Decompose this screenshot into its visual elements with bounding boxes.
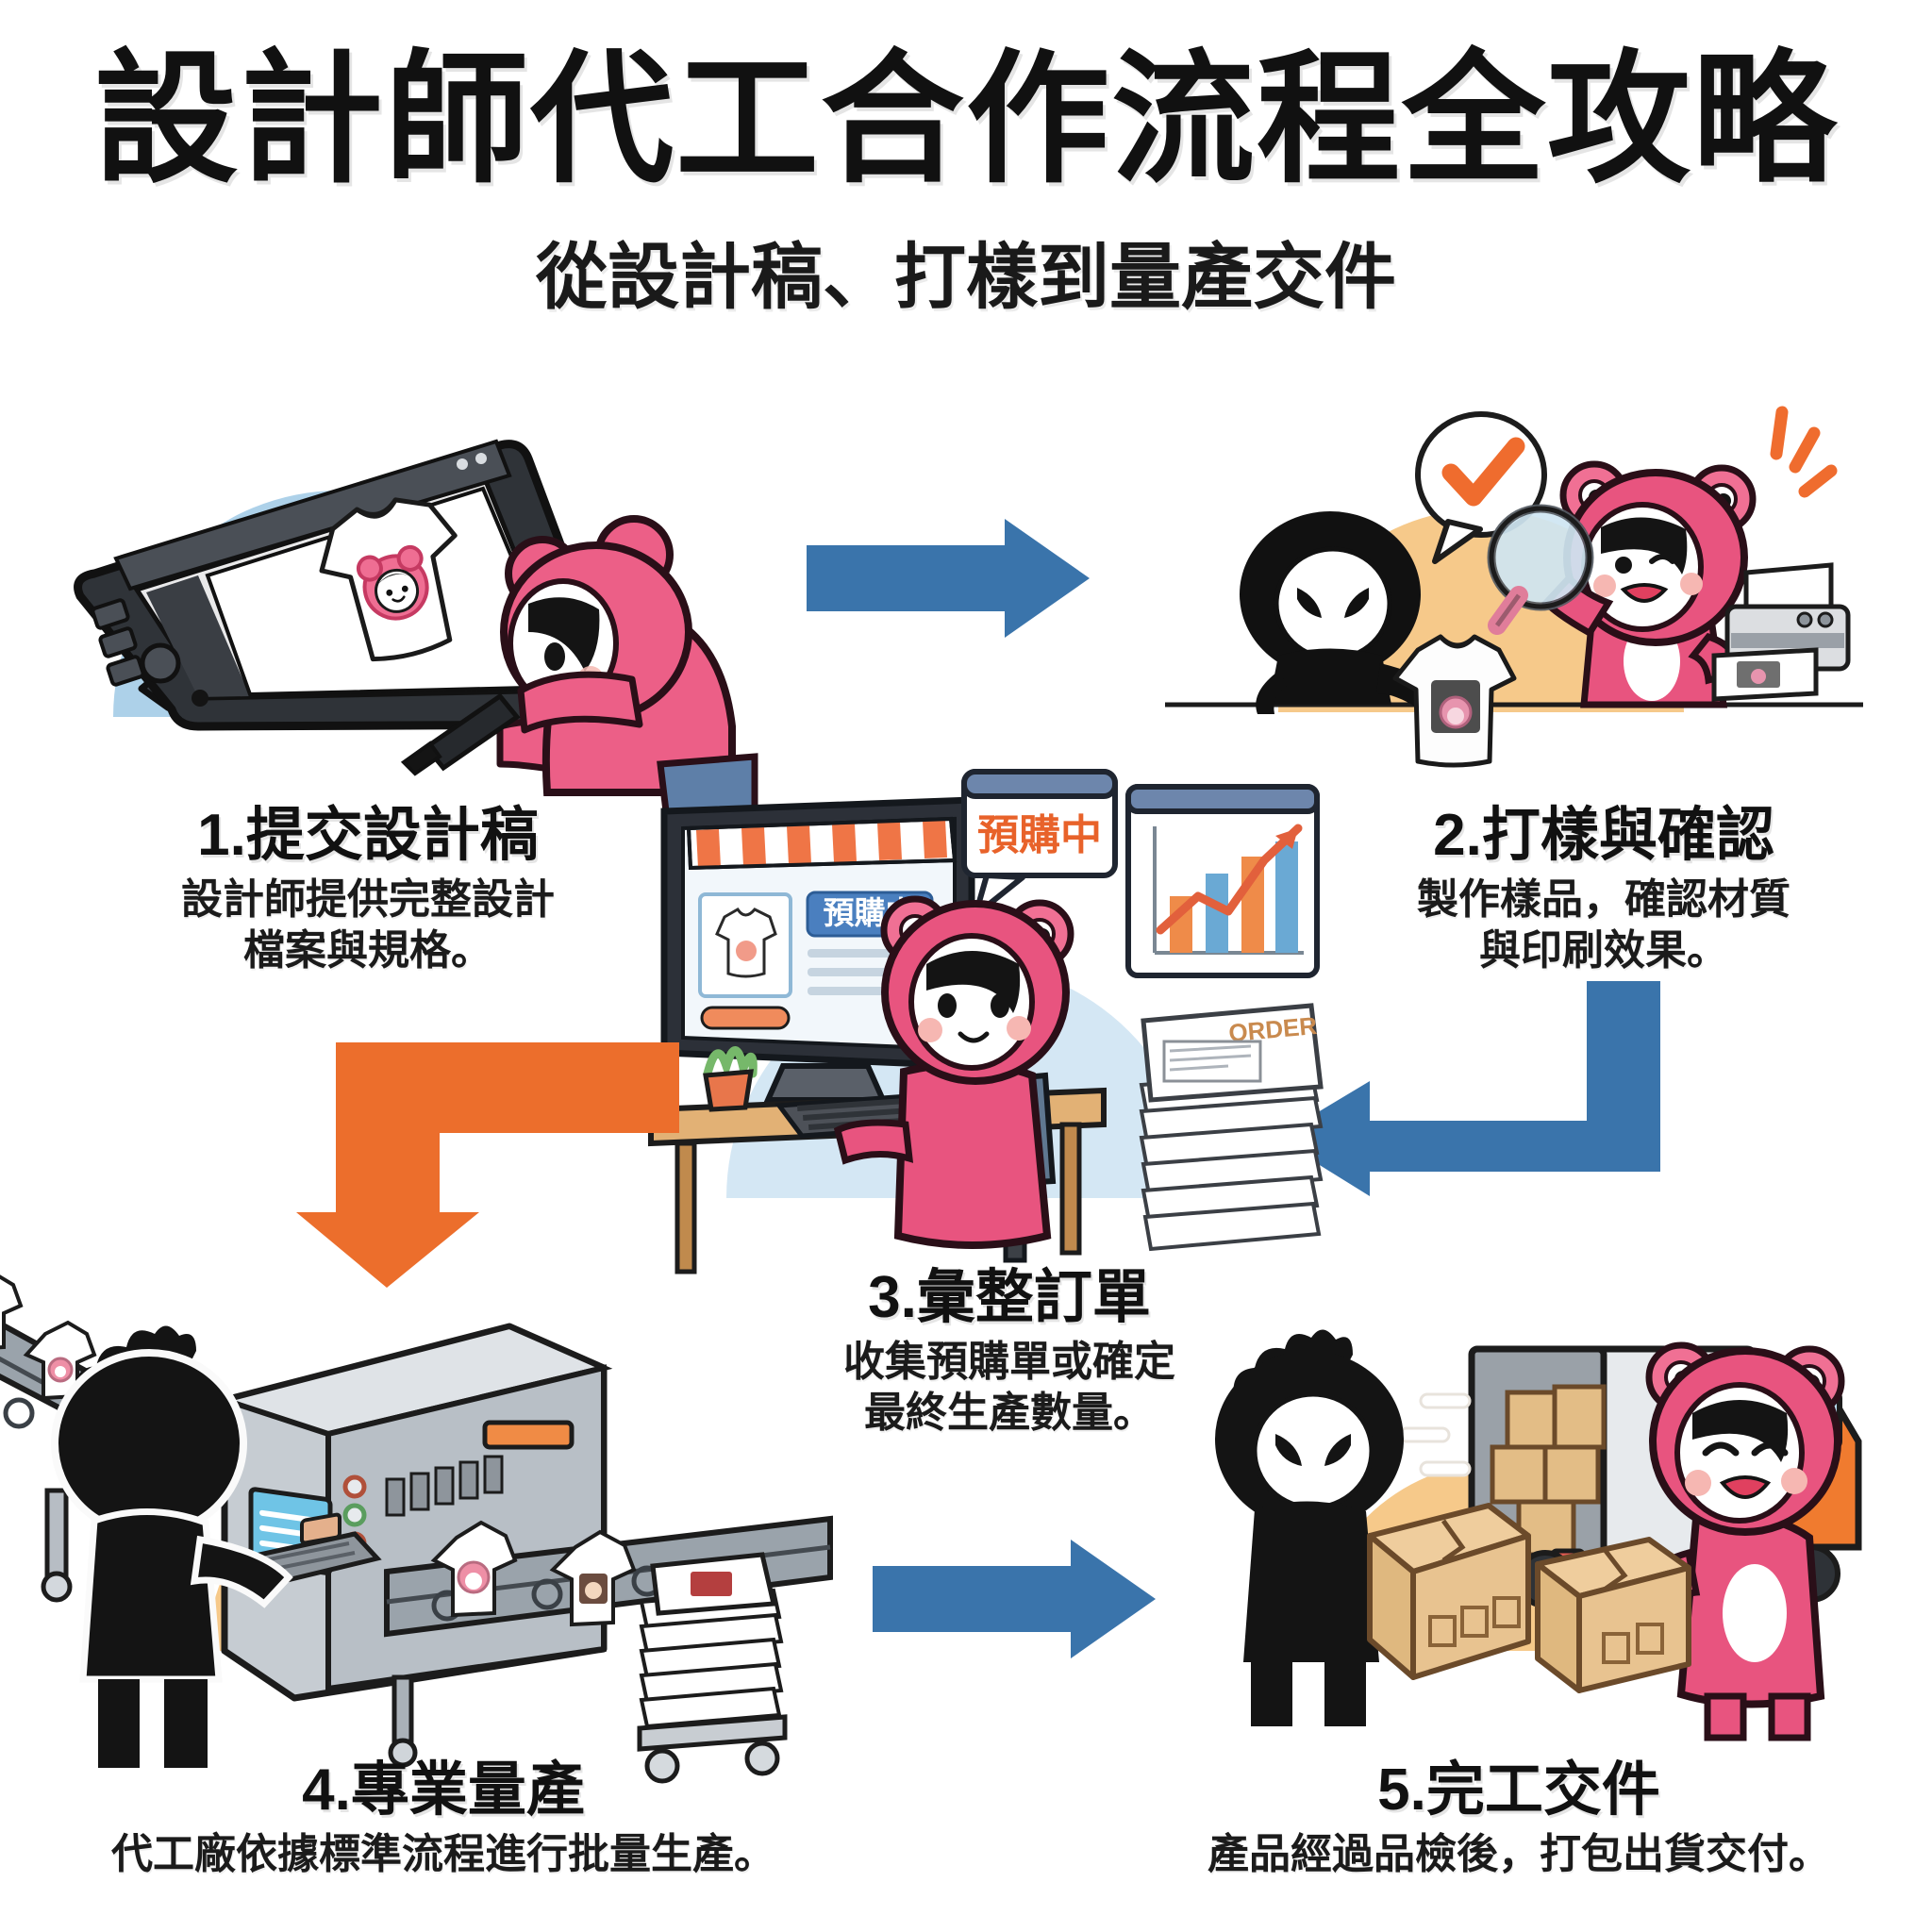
approval-speech-bubble (1415, 411, 1547, 564)
page-title: 設計師代工合作流程全攻略 (94, 40, 1838, 200)
step-5-body: 產品經過品檢後，打包出貨交付。 (1141, 1829, 1896, 1880)
arrow-step3-to-step4 (283, 1042, 679, 1288)
sales-chart-window (1125, 784, 1320, 978)
illustration-order-collection: 預購中 (648, 769, 1324, 1274)
step-5-heading: 5.完工交件 (1377, 1757, 1660, 1823)
illustration-production-line (0, 1274, 833, 1784)
bubble-preorder-label: 預購中 (977, 812, 1102, 858)
caption-step-4: 4.專業量產 代工廠依據標準流程進行批量生產。 (57, 1757, 830, 1880)
step-5-body-line-1: 產品經過品檢後，打包出貨交付。 (1208, 1831, 1830, 1878)
step-2-body-line-2: 與印刷效果。 (1479, 926, 1728, 974)
pink-frog-with-box (1618, 1341, 1845, 1741)
caption-step-5: 5.完工交件 產品經過品檢後，打包出貨交付。 (1141, 1757, 1896, 1880)
ninja-operator (51, 1325, 293, 1768)
step-4-body-line-1: 代工廠依據標準流程進行批量生產。 (111, 1831, 775, 1878)
finished-shirt-stack (637, 1552, 788, 1784)
scene-step-4 (0, 1208, 833, 1792)
scene-step-2 (1165, 373, 1863, 807)
step-2-body-line-1: 製作樣品，確認材質 (1417, 876, 1790, 924)
preorder-speech-bubble: 預購中 (961, 769, 1118, 918)
ninja-character (1240, 511, 1435, 714)
step-3-body-line-2: 最終生產數量。 (864, 1389, 1155, 1436)
scene-step-3: 預購中 (648, 755, 1330, 1283)
illustration-sample-confirmation (1165, 406, 1863, 768)
pink-frog-at-desk (833, 895, 1074, 1249)
arrow-step1-to-step2 (807, 517, 1090, 640)
illustration-designer-drawing (74, 439, 758, 815)
printer-icon (1711, 562, 1851, 702)
scene-step-1 (57, 321, 758, 815)
caption-step-1: 1.提交設計稿 設計師提供完整設計 檔案與規格。 (104, 802, 632, 976)
arrow-step4-to-step5 (873, 1538, 1156, 1660)
cardboard-box-left (1367, 1503, 1531, 1680)
illustration-packing-delivery (1215, 1329, 1862, 1741)
caption-step-3: 3.彙整訂單 收集預購單或確定 最終生產數量。 (745, 1264, 1274, 1439)
step-2-body: 製作樣品，確認材質 與印刷效果。 (1340, 874, 1868, 975)
step-1-heading: 1.提交設計稿 (197, 803, 539, 868)
step-1-body-line-1: 設計師提供完整設計 (181, 876, 555, 924)
step-4-body: 代工廠依據標準流程進行批量生產。 (57, 1829, 830, 1880)
page-subtitle: 從設計稿、打樣到量產交件 (536, 238, 1396, 318)
step-3-body-line-1: 收集預購單或確定 (843, 1339, 1175, 1386)
step-1-body: 設計師提供完整設計 檔案與規格。 (104, 874, 632, 975)
cardboard-box-right (1535, 1537, 1691, 1693)
step-3-body: 收集預購單或確定 最終生產數量。 (745, 1337, 1274, 1438)
printing-machine (214, 1323, 613, 1768)
pink-bear-character (400, 515, 758, 815)
step-3-heading: 3.彙整訂單 (868, 1265, 1151, 1330)
magnifier-icon (1487, 504, 1594, 635)
step-2-heading: 2.打樣與確認 (1433, 803, 1774, 868)
order-papers-stack: ORDER (1139, 1003, 1324, 1252)
caption-step-2: 2.打樣與確認 製作樣品，確認材質 與印刷效果。 (1340, 802, 1868, 976)
check-icon (1441, 437, 1525, 507)
step-4-heading: 4.專業量產 (302, 1757, 585, 1823)
scene-step-5 (1160, 1236, 1877, 1745)
arrow-step2-to-step3 (1255, 981, 1660, 1198)
excitement-lines (1770, 406, 1838, 498)
step-1-body-line-2: 檔案與規格。 (243, 926, 492, 974)
